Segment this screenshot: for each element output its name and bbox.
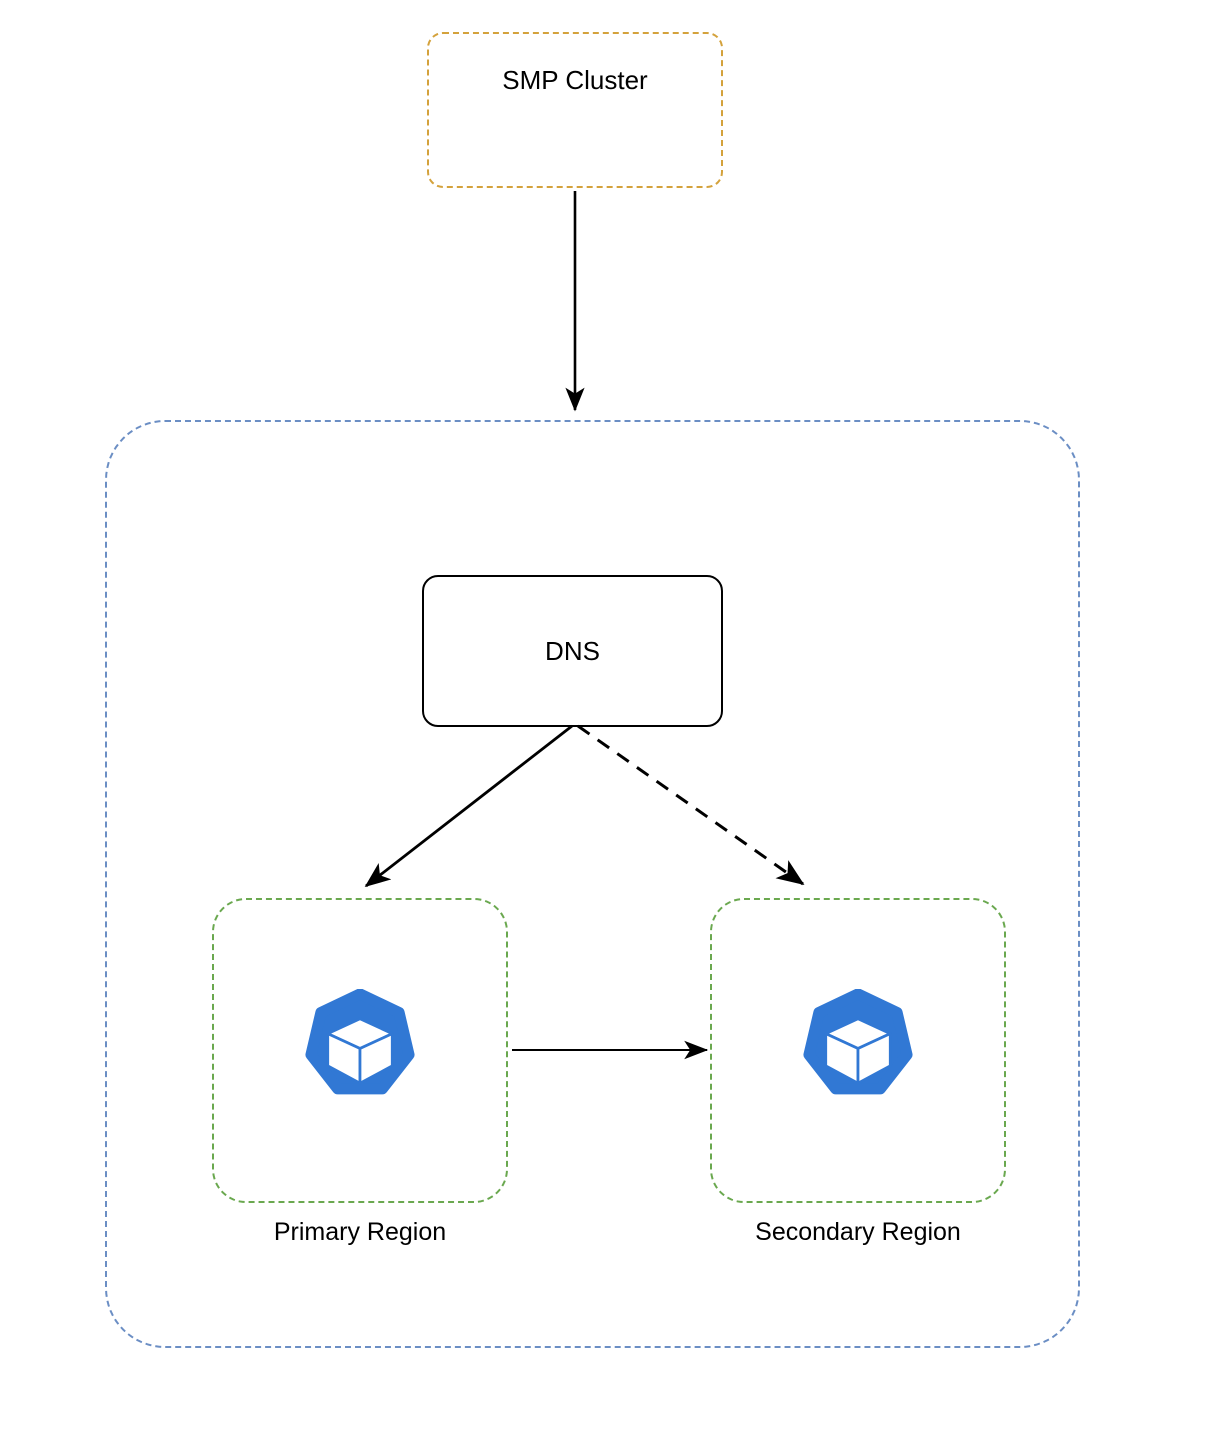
- node-dns[interactable]: DNS: [422, 575, 723, 727]
- outer-boundary-container: [105, 420, 1080, 1348]
- primary-region-label: Primary Region: [273, 1218, 447, 1246]
- secondary-region-label: Secondary Region: [755, 1218, 961, 1246]
- dns-label: DNS: [545, 636, 600, 666]
- node-smp-cluster[interactable]: SMP Cluster: [427, 32, 723, 188]
- kubernetes-icon: [298, 987, 422, 1113]
- smp-cluster-label: SMP Cluster: [502, 65, 648, 95]
- kubernetes-icon: [796, 987, 920, 1113]
- node-secondary-region[interactable]: [710, 898, 1006, 1203]
- node-primary-region[interactable]: [212, 898, 508, 1203]
